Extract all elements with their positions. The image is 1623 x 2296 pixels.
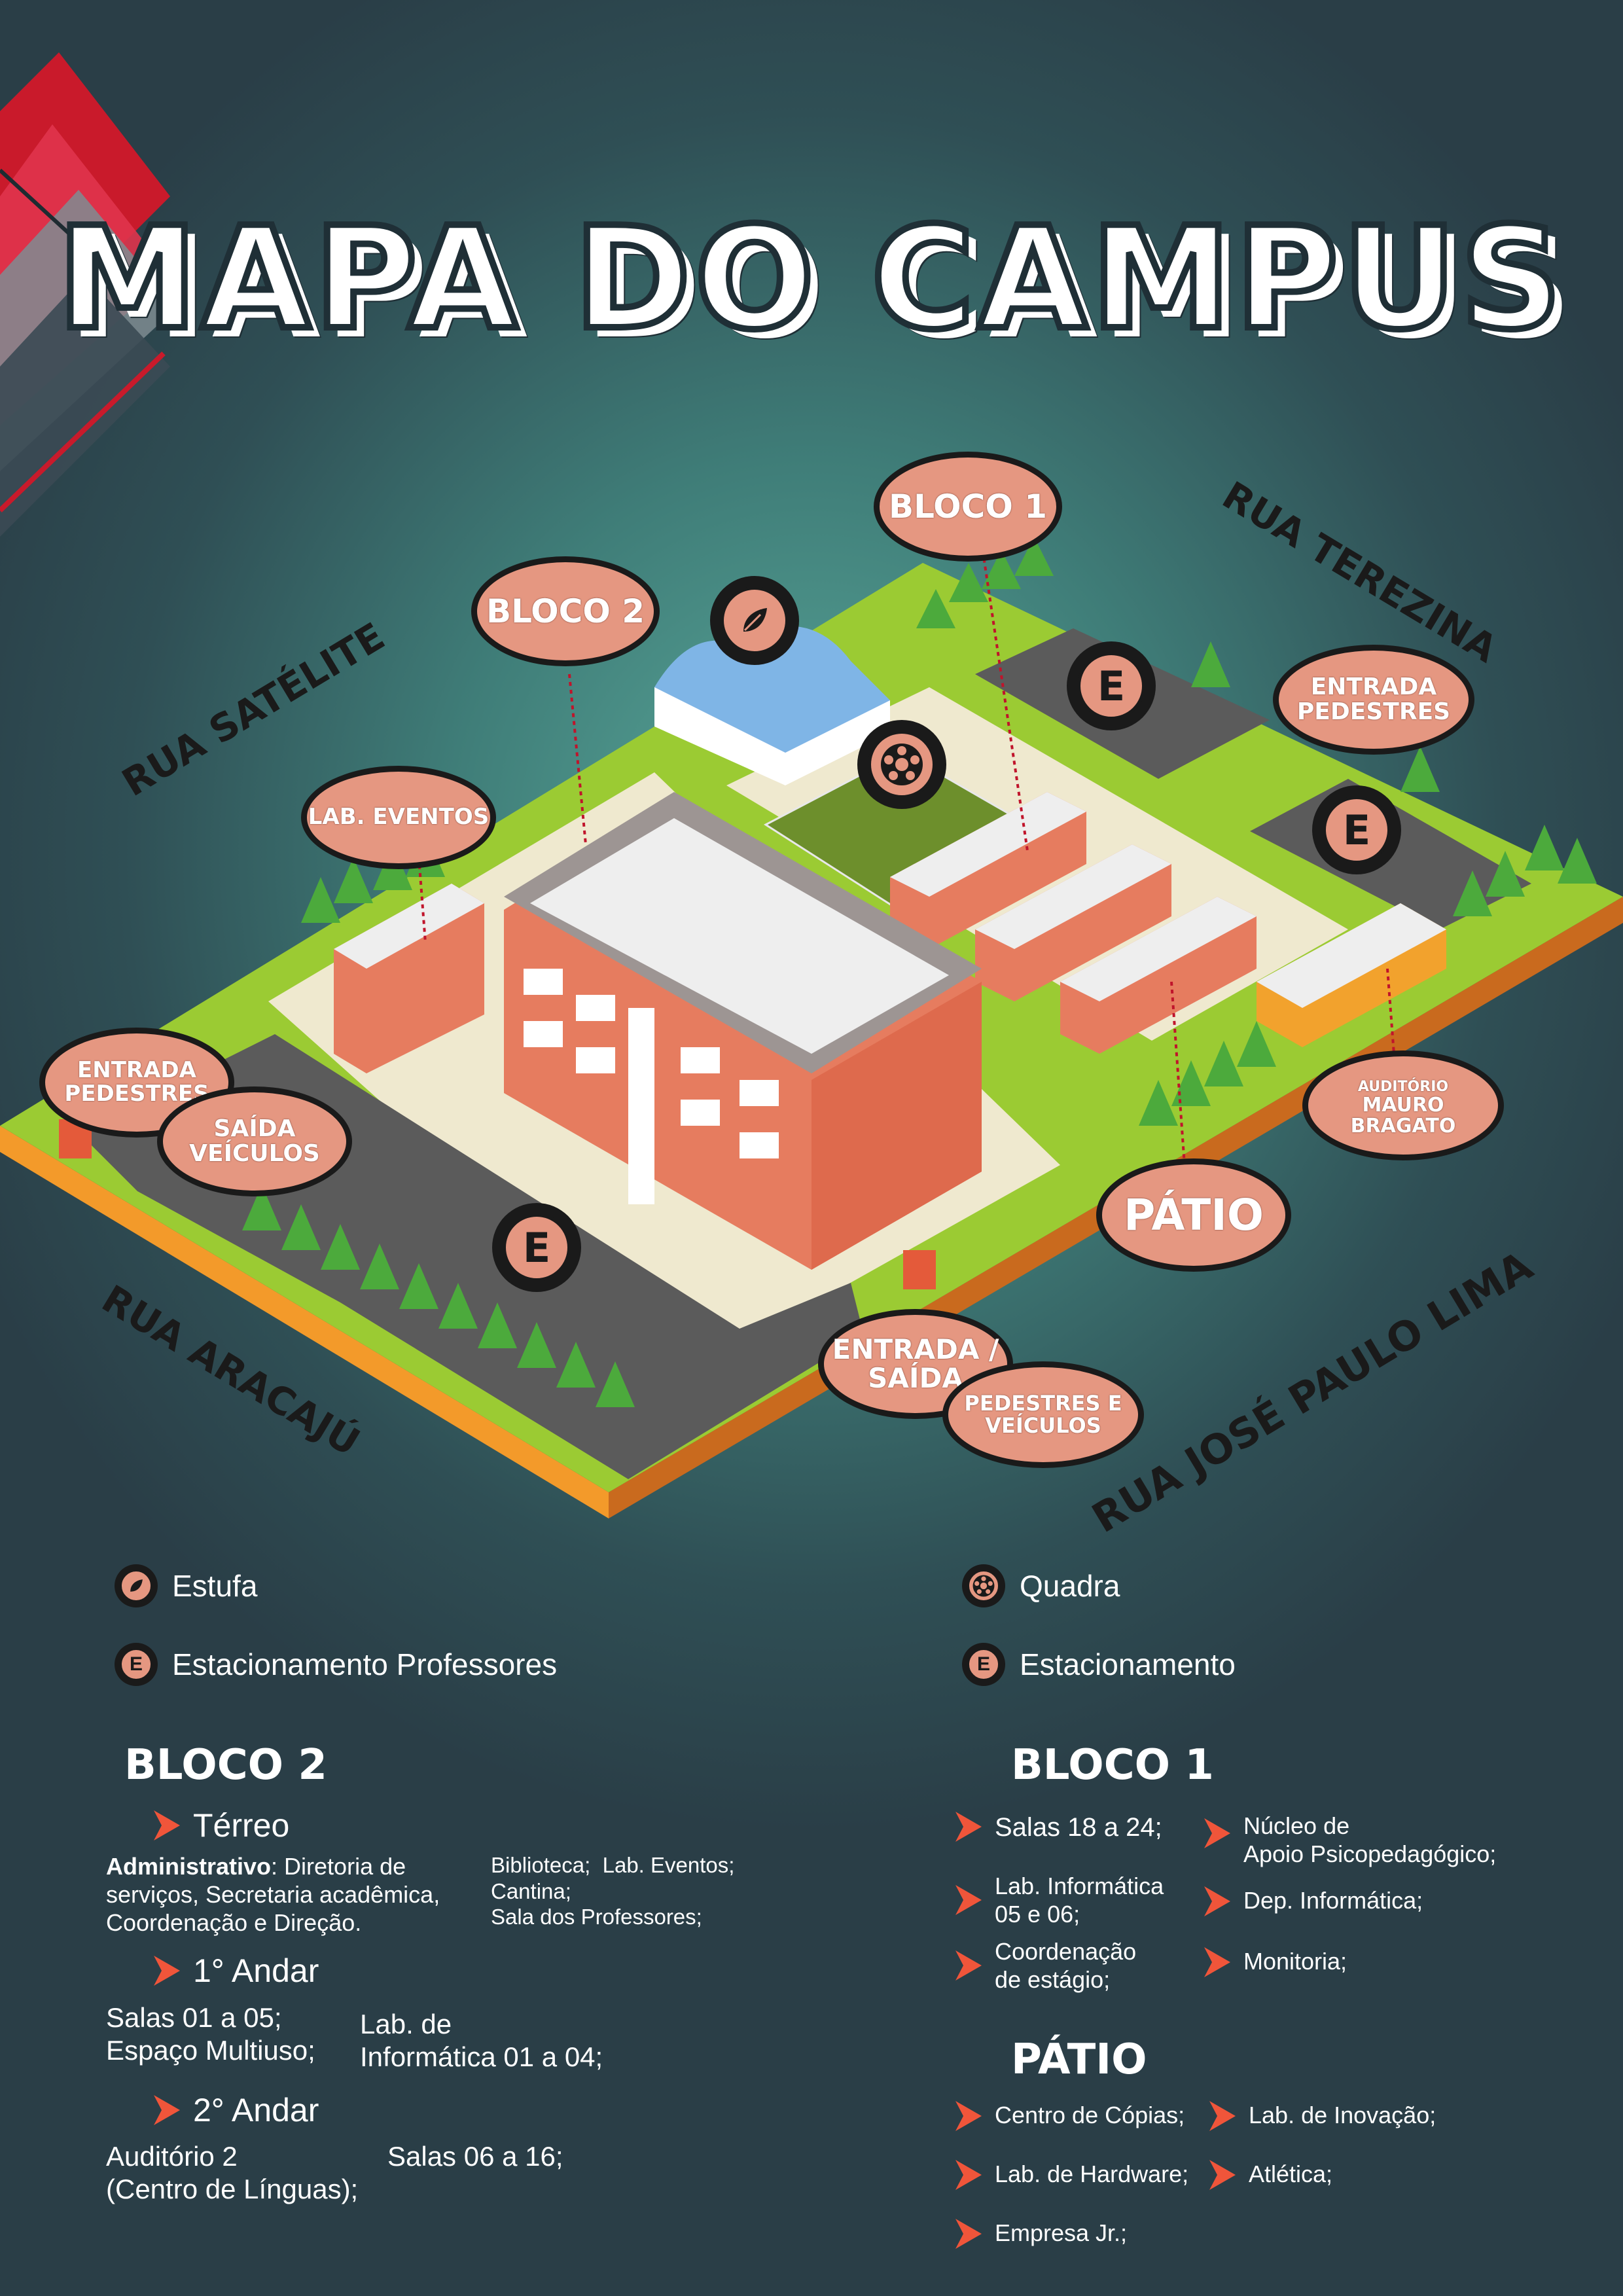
arrow-icon [955,2160,982,2190]
arrow-icon [154,2095,180,2125]
label-patio: PÁTIO [1096,1158,1291,1272]
bloco1-item-dep-informatica: Dep. Informática; [1204,1886,1423,1916]
label-lab-eventos: LAB. EVENTOS [301,766,496,869]
teacher-parking-icon: E [115,1643,158,1686]
arrow-icon [955,2101,982,2131]
arrow-icon [955,1812,982,1842]
arrow-icon [154,1956,180,1986]
campus-map [0,537,1623,1518]
bloco2-andar2-right: Salas 06 a 16; [387,2141,563,2172]
legend-estufa: Estufa [115,1564,257,1607]
arrow-icon [154,1810,180,1840]
trees [242,537,1597,1407]
patio-title: PÁTIO [1011,2036,1147,2084]
bloco2-andar2: 2° Andar [154,2091,319,2129]
estacionamento-marker-icon: E [492,1203,581,1292]
bloco2-building [334,792,982,1270]
parking-icon: E [962,1643,1005,1686]
arrow-icon [1204,1886,1230,1916]
bloco1-item-salas: Salas 18 a 24; [955,1812,1162,1843]
patio-item-lab-inovacao: Lab. de Inovação; [1209,2101,1436,2131]
label-bloco-1: BLOCO 1 [874,452,1062,562]
patio-item-atletica: Atlética; [1209,2160,1332,2190]
estufa-icon [115,1564,158,1607]
arrow-icon [955,2219,982,2249]
arrow-icon [955,1950,982,1981]
patio-item-centro-copias: Centro de Cópias; [955,2101,1185,2131]
bloco2-andar2-left: Auditório 2(Centro de Línguas); [106,2141,359,2205]
corner-decoration [0,52,177,537]
quadra-marker-icon [857,720,946,809]
legend-quadra: Quadra [962,1564,1120,1607]
estufa-marker-icon [710,576,799,665]
bloco1-buildings [890,792,1257,1054]
arrow-icon [955,1885,982,1915]
label-bloco-2: BLOCO 2 [471,556,660,666]
bloco2-terreo-admin: Administrativo: Diretoria de serviços, S… [106,1853,440,1937]
bloco2-andar1-left: Salas 01 a 05;Espaço Multiuso; [106,2002,315,2066]
bloco2-andar1: 1° Andar [154,1952,319,1990]
legend-estacionamento-professores: E Estacionamento Professores [115,1643,557,1686]
legend-estacionamento: E Estacionamento [962,1643,1236,1686]
patio-item-empresa-jr: Empresa Jr.; [955,2219,1127,2249]
arrow-icon [1209,2160,1236,2190]
bloco1-item-monitoria: Monitoria; [1204,1947,1347,1977]
bloco2-terreo: Térreo [154,1806,289,1844]
arrow-icon [1204,1818,1230,1848]
map-base-side-left [0,1126,609,1518]
arrow-icon [1209,2101,1236,2131]
patio-item-lab-hardware: Lab. de Hardware; [955,2160,1188,2190]
estacionamento-professores-marker-icon-2: E [1312,785,1401,874]
soccer-ball-icon [962,1564,1005,1607]
bloco2-title: BLOCO 2 [124,1741,327,1789]
label-entrada-saida: ENTRADA /SAÍDA [818,1309,1013,1419]
estacionamento-professores-marker-icon-1: E [1067,641,1156,730]
arrow-icon [1204,1947,1230,1977]
bloco2-terreo-right: Biblioteca; Lab. Eventos; Cantina; Sala … [491,1853,735,1929]
bloco1-title: BLOCO 1 [1011,1741,1214,1789]
page-title: MAPA DO CAMPUS [54,193,1566,364]
